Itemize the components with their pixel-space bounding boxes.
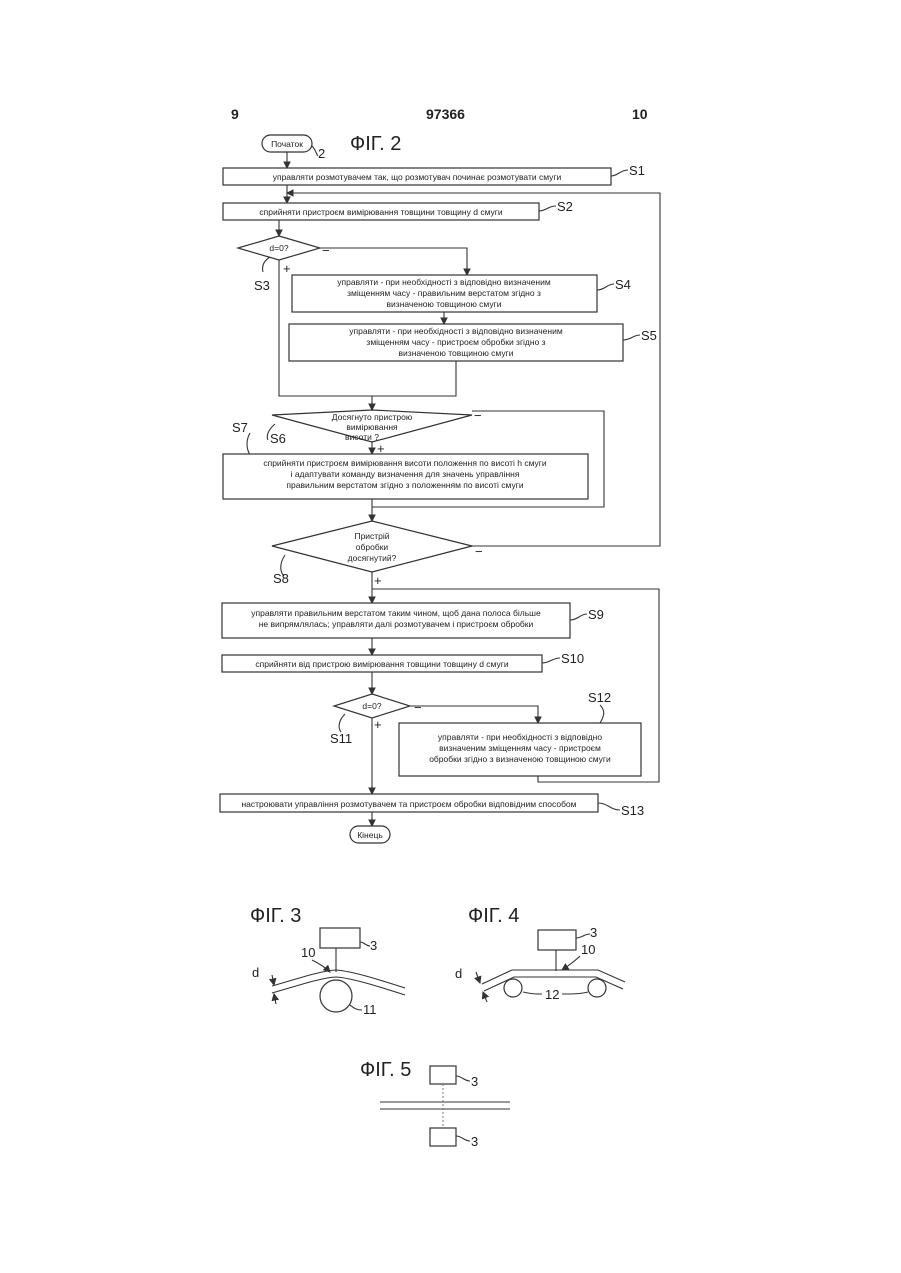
step-s7-line1: сприйняти пристроєм вимірювання висоти п…	[263, 458, 547, 468]
fig3-thickness-label: d	[252, 965, 259, 980]
figure-2-title: ФІГ. 2	[350, 133, 401, 155]
step-s4-line1: управляти - при необхідності з відповідн…	[337, 277, 551, 287]
start-label: Початок	[271, 139, 303, 149]
figure-5-title: ФІГ. 5	[360, 1059, 411, 1081]
step-s7-label: S7	[232, 420, 248, 435]
fig4-beam-ref: 10	[581, 942, 595, 957]
fig5-sensor-bottom-ref: 3	[471, 1134, 478, 1149]
fig3-beam-ref: 10	[301, 945, 315, 960]
step-s10-label: S10	[561, 651, 584, 666]
figure-5: ФІГ. 5 3 3	[360, 1059, 510, 1149]
decision-s3-no: −	[322, 243, 330, 258]
step-s13-text: настроювати управління розмотувачем та п…	[241, 799, 576, 809]
fig3-roll-ref: 11	[363, 1002, 377, 1017]
step-s5-line3: визначеною товщиною смуги	[399, 348, 514, 358]
step-s7-line2: і адаптувати команду визначення для знач…	[291, 469, 520, 479]
step-s9-line2: не випрямлялась; управляти далі розмотув…	[259, 619, 534, 629]
step-s1-label: S1	[629, 163, 645, 178]
end-label: Кінець	[357, 830, 383, 840]
fig5-sensor-bottom	[430, 1128, 456, 1146]
step-s7-line3: правильним верстатом згідно з положенням…	[286, 480, 523, 490]
decision-s8-yes: +	[374, 573, 382, 588]
step-s13-label: S13	[621, 803, 644, 818]
fig4-roll-right	[588, 979, 606, 997]
fig4-roll-left	[504, 979, 522, 997]
figure-3: ФІГ. 3 3 10 11 d	[250, 905, 405, 1017]
step-s2-text: сприйняти пристроєм вимірювання товщини …	[259, 207, 502, 217]
figure-4: ФІГ. 4 3 10 12 d	[455, 905, 625, 1002]
decision-s8-label: S8	[273, 571, 289, 586]
decision-s6-line1: Досягнуто пристрою	[332, 412, 413, 422]
decision-s8-line2: обробки	[356, 542, 389, 552]
fig3-sensor-box	[320, 928, 360, 948]
decision-s6-no: −	[474, 408, 482, 423]
step-s9-line1: управляти правильним верстатом таким чин…	[251, 608, 541, 618]
step-s4-line3: визначеною товщиною смуги	[387, 299, 502, 309]
step-s12-line3: обробки згідно з визначеною товщиною сму…	[429, 754, 611, 764]
start-ref: 2	[318, 146, 325, 161]
fig4-rolls-ref: 12	[545, 987, 559, 1002]
step-s5-line1: управляти - при необхідності з відповідн…	[349, 326, 563, 336]
fig5-sensor-top-ref: 3	[471, 1074, 478, 1089]
step-s12-line1: управляти - при необхідності з відповідн…	[438, 732, 602, 742]
decision-s11-text: d=0?	[362, 701, 381, 711]
step-s4-label: S4	[615, 277, 631, 292]
decision-s6-label: S6	[270, 431, 286, 446]
fig4-thickness-label: d	[455, 966, 462, 981]
decision-s11-no: −	[414, 700, 422, 715]
step-s9-label: S9	[588, 607, 604, 622]
step-s12-line2: визначеним зміщенням часу - пристроєм	[439, 743, 601, 753]
step-s2-label: S2	[557, 199, 573, 214]
decision-s6-line3: висоти ?	[345, 432, 379, 442]
decision-s8-line3: досягнутий?	[348, 553, 397, 563]
step-s1-text: управляти розмотувачем так, що розмотува…	[273, 172, 562, 182]
decision-s3-text: d=0?	[269, 243, 288, 253]
fig3-roll	[320, 980, 352, 1012]
fig4-sensor-box	[538, 930, 576, 950]
step-s5-line2: зміщенням часу - пристроєм обробки згідн…	[366, 337, 545, 347]
step-s12-label: S12	[588, 690, 611, 705]
figure-3-title: ФІГ. 3	[250, 905, 301, 927]
decision-s11-yes: +	[374, 717, 382, 732]
step-s5-label: S5	[641, 328, 657, 343]
fig4-sensor-ref: 3	[590, 925, 597, 940]
step-s4-line2: зміщенням часу - правильним верстатом зг…	[347, 288, 541, 298]
decision-s3-yes: +	[283, 261, 291, 276]
decision-s6-line2: вимірювання	[346, 422, 398, 432]
decision-s3-label: S3	[254, 278, 270, 293]
step-s10-text: сприйняти від пристрою вимірювання товщи…	[255, 659, 508, 669]
figure-4-title: ФІГ. 4	[468, 905, 519, 927]
fig3-sensor-ref: 3	[370, 938, 377, 953]
decision-s11-label: S11	[330, 731, 352, 746]
fig5-sensor-top	[430, 1066, 456, 1084]
figure-2-flowchart: ФІГ. 2 Початок 2 управляти розмотувачем …	[220, 133, 660, 843]
decision-s8-line1: Пристрій	[354, 531, 389, 541]
